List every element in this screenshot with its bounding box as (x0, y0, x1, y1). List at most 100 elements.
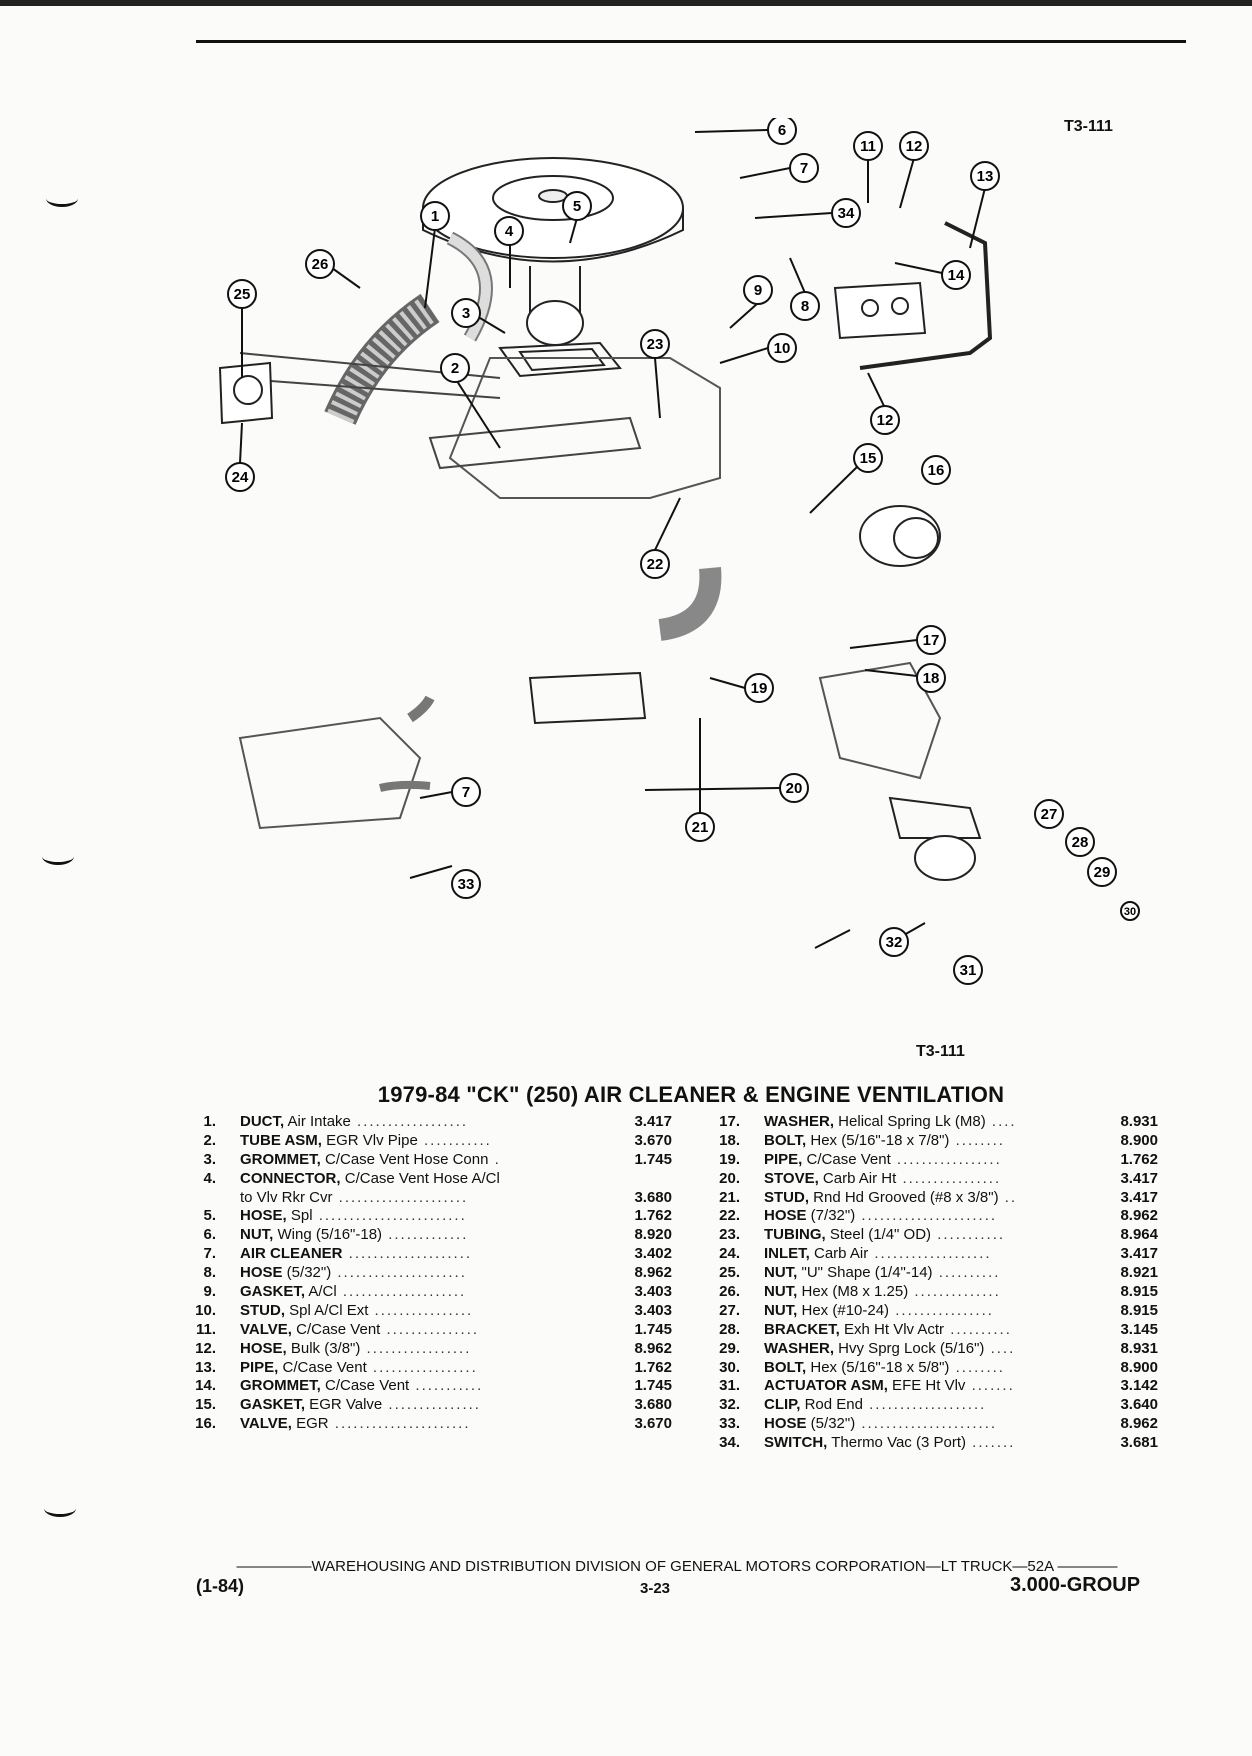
part-number: 28. (719, 1320, 740, 1338)
part-description: PIPE, C/Case Vent ................. (240, 1359, 478, 1378)
part-description: STOVE, Carb Air Ht ................ (764, 1170, 1001, 1189)
svg-text:21: 21 (692, 819, 709, 836)
binder-hole-mark (46, 190, 78, 207)
callout-2: 2 (440, 353, 470, 383)
binder-hole-mark (44, 1500, 76, 1517)
part-row: 26.NUT, Hex (M8 x 1.25) ..............8.… (696, 1283, 1158, 1302)
part-name: NUT, (240, 1226, 274, 1244)
part-description: SWITCH, Thermo Vac (3 Port) ....... (764, 1434, 1015, 1453)
part-detail: to Vlv Rkr Cvr (240, 1188, 333, 1206)
part-name: CLIP, (764, 1396, 801, 1414)
part-number: 5. (203, 1207, 216, 1225)
callout-14: 14 (941, 260, 971, 290)
part-row: 10.STUD, Spl A/Cl Ext ................3.… (172, 1302, 672, 1321)
leader-dots: .................... (342, 1245, 473, 1263)
part-detail: EGR (291, 1415, 329, 1433)
svg-text:19: 19 (751, 680, 768, 697)
part-group-code: 8.915 (1120, 1283, 1158, 1301)
svg-text:11: 11 (860, 138, 876, 155)
part-name: NUT, (764, 1301, 798, 1319)
part-detail: (5/32") (806, 1415, 856, 1433)
parts-list-right: 17.WASHER, Helical Spring Lk (M8) ....8.… (696, 1113, 1158, 1453)
part-description: BOLT, Hex (5/16"-18 x 5/8") ........ (764, 1359, 1005, 1378)
part-detail: C/Case Vent (291, 1320, 381, 1338)
leader-dots: .......... (932, 1264, 1001, 1282)
part-description: CONNECTOR, C/Case Vent Hose A/Cl (240, 1170, 500, 1189)
parts-diagram: 1 2 3 4 5 6 7 8 9 10 11 12 13 14 12 15 1… (218, 118, 1140, 985)
part-description: BOLT, Hex (5/16"-18 x 7/8") ........ (764, 1132, 1005, 1151)
part-group-code: 3.680 (634, 1396, 672, 1414)
leader-dots: ........... (409, 1377, 484, 1395)
leader-dots: ................ (896, 1169, 1002, 1187)
part-description: VALVE, C/Case Vent ............... (240, 1321, 479, 1340)
part-description: HOSE, Spl ........................ (240, 1207, 467, 1226)
part-number: 4. (203, 1169, 216, 1187)
part-row: 17.WASHER, Helical Spring Lk (M8) ....8.… (696, 1113, 1158, 1132)
part-row: 12.HOSE, Bulk (3/8") .................8.… (172, 1340, 672, 1359)
part-name: STUD, (764, 1188, 809, 1206)
part-number: 2. (203, 1131, 216, 1149)
part-detail: A/Cl (305, 1283, 337, 1301)
part-name: BOLT, (764, 1131, 807, 1149)
part-row: 2.TUBE ASM, EGR Vlv Pipe ...........3.67… (172, 1132, 672, 1151)
svg-text:27: 27 (1041, 806, 1058, 823)
page-top-edge (0, 0, 1252, 6)
callout-21: 21 (685, 812, 715, 842)
part-description: to Vlv Rkr Cvr ..................... (240, 1189, 468, 1208)
part-group-code: 3.403 (634, 1301, 672, 1319)
part-name: PIPE, (764, 1150, 803, 1168)
part-row: 28.BRACKET, Exh Ht Vlv Actr ..........3.… (696, 1321, 1158, 1340)
part-detail: Carb Air Ht (818, 1169, 897, 1187)
callout-15: 15 (853, 443, 883, 473)
part-number: 22. (719, 1207, 740, 1225)
part-row: 4. CONNECTOR, C/Case Vent Hose A/Cl (172, 1170, 672, 1189)
part-name: CONNECTOR, (240, 1169, 341, 1187)
callout-26: 26 (305, 249, 335, 279)
callout-11: 11 (853, 131, 883, 161)
svg-text:8: 8 (801, 298, 809, 315)
part-number: 10. (195, 1301, 216, 1319)
lower-right-engine-drawing (818, 661, 942, 780)
part-description: AIR CLEANER .................... (240, 1245, 472, 1264)
part-name: ACTUATOR ASM, (764, 1377, 888, 1395)
svg-text:12: 12 (906, 138, 923, 155)
part-description: CLIP, Rod End ................... (764, 1396, 986, 1415)
part-description: HOSE (5/32") ..................... (240, 1264, 467, 1283)
callout-5: 5 (562, 191, 592, 221)
part-detail: (7/32") (806, 1207, 856, 1225)
leader-dots: ........... (931, 1226, 1006, 1244)
part-row: 16.VALVE, EGR ......................3.67… (172, 1415, 672, 1434)
part-row: 1.DUCT, Air Intake ..................3.4… (172, 1113, 672, 1132)
part-number: 19. (719, 1150, 740, 1168)
callout-17: 17 (916, 625, 946, 655)
svg-text:7: 7 (800, 160, 808, 177)
part-number: 17. (719, 1113, 740, 1130)
footer-division-line: —————WAREHOUSING AND DISTRIBUTION DIVISI… (236, 1558, 1118, 1575)
part-row: 27.NUT, Hex (#10-24) ................8.9… (696, 1302, 1158, 1321)
svg-text:6: 6 (778, 122, 786, 139)
part-row: 33.HOSE (5/32") ......................8.… (696, 1415, 1158, 1434)
part-detail: Hex (5/16"-18 x 5/8") (806, 1358, 950, 1376)
part-row: 20.STOVE, Carb Air Ht ................3.… (696, 1170, 1158, 1189)
part-description: NUT, Hex (M8 x 1.25) .............. (764, 1283, 1001, 1302)
part-description: GASKET, A/Cl .................... (240, 1283, 466, 1302)
part-detail: C/Case Vent Hose Conn (320, 1150, 489, 1168)
leader-dots: ................... (868, 1245, 992, 1263)
callout-32: 32 (879, 927, 909, 957)
callout-29: 29 (1087, 857, 1117, 887)
part-description: GASKET, EGR Valve ............... (240, 1396, 481, 1415)
part-name: TUBE ASM, (240, 1131, 322, 1149)
stove-drawing (528, 671, 647, 725)
part-detail: (5/32") (282, 1264, 332, 1282)
part-detail: C/Case Vent (802, 1150, 891, 1168)
part-name: HOSE, (240, 1207, 287, 1225)
part-name: GROMMET, (240, 1150, 321, 1168)
part-group-code: 1.745 (634, 1150, 672, 1168)
part-detail: Spl A/Cl Ext (285, 1301, 369, 1319)
part-name: PIPE, (240, 1358, 279, 1376)
part-row: 13.PIPE, C/Case Vent .................1.… (172, 1359, 672, 1378)
engine-block-drawing (448, 357, 721, 499)
callout-3: 3 (451, 298, 481, 328)
part-group-code: 8.962 (634, 1264, 672, 1282)
page-title: 1979-84 "CK" (250) AIR CLEANER & ENGINE … (377, 1082, 1005, 1107)
